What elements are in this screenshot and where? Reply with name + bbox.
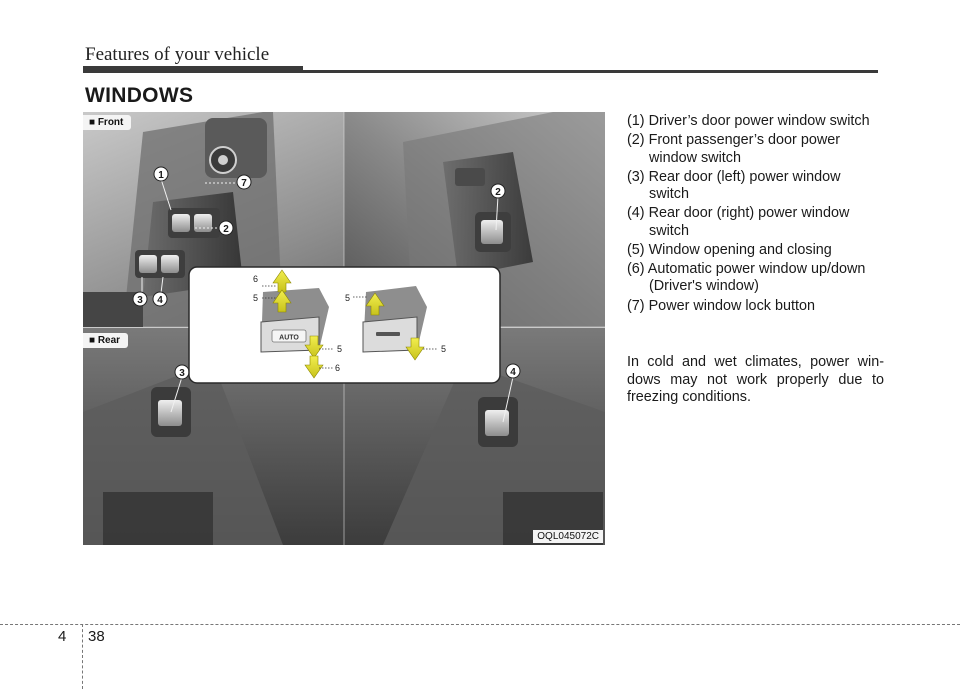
page-number: 38	[88, 628, 105, 645]
footer-divider	[82, 624, 83, 689]
callout-3: 3	[137, 295, 143, 306]
description-item: (6) Automatic power window up/down (Driv…	[627, 260, 866, 295]
running-header: Features of your vehicle	[85, 44, 270, 65]
inset-label-5-passenger-up: 5	[345, 293, 350, 303]
inset-label-5-up: 5	[253, 293, 258, 303]
callout-4: 4	[157, 295, 163, 306]
chapter-number: 4	[58, 628, 67, 645]
arrow-down	[304, 335, 324, 359]
description-item: (3) Rear door (left) power window switch	[627, 168, 841, 203]
section-title: WINDOWS	[85, 84, 194, 107]
callout-3-rear: 3	[179, 368, 185, 379]
description-item: (1) Driver’s door power window switch	[627, 113, 870, 129]
callout-7: 7	[241, 178, 247, 189]
figure-label-front: ■ Front	[83, 115, 132, 130]
figure-code: OQL045072C	[533, 530, 603, 543]
description-list: (1) Driver’s door power window switch (2…	[627, 113, 884, 317]
arrow-down-passenger	[405, 337, 425, 361]
inset-label-5-down: 5	[337, 344, 342, 354]
callout-2: 2	[223, 224, 229, 235]
switch-operation-inset: AUTO 6 5	[188, 266, 501, 384]
description-item: (2) Front passenger’s door power window …	[627, 132, 841, 166]
arrow-up-passenger	[365, 292, 385, 316]
callout-2-passenger: 2	[495, 187, 501, 198]
callout-4-rear: 4	[510, 367, 516, 378]
inset-label-6-up: 6	[253, 274, 258, 284]
climate-note: In cold and wet climates, power win-dows…	[627, 354, 884, 406]
auto-label: AUTO	[279, 335, 299, 342]
inset-label-5-passenger-down: 5	[441, 344, 446, 354]
description-item: (4) Rear door (right) power window switc…	[627, 205, 850, 239]
footer-rule	[0, 624, 960, 625]
callout-1: 1	[158, 170, 164, 181]
header-rule-thick	[83, 66, 303, 73]
arrow-down-auto	[304, 355, 324, 379]
arrow-up	[272, 289, 292, 313]
description-item: (7) Power window lock button	[627, 297, 815, 314]
header-rule-thin	[303, 70, 878, 73]
figure-illustration: 1 7 2 3 4 2 3 4	[83, 112, 605, 545]
inset-label-6-down: 6	[335, 363, 340, 373]
description-item: (5) Window opening and closing	[627, 241, 832, 258]
window-switch-figure: 1 7 2 3 4 2 3 4	[83, 112, 605, 545]
figure-label-rear: ■ Rear	[83, 333, 129, 348]
